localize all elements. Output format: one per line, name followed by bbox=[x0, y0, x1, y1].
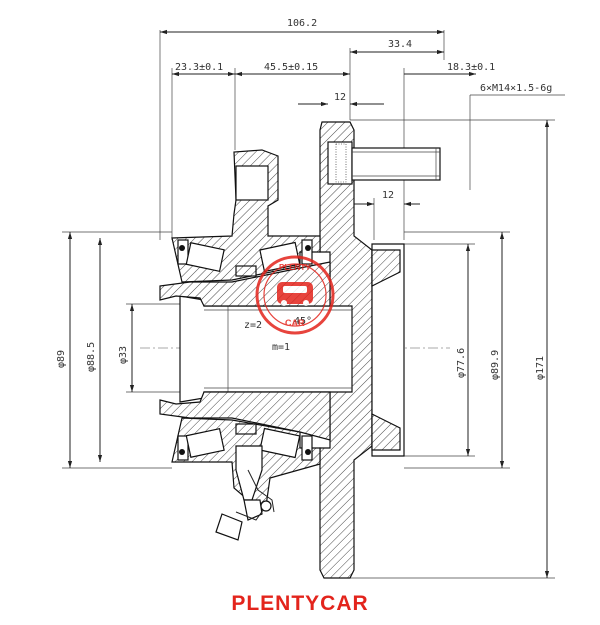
rollers-upper bbox=[177, 239, 313, 277]
rollers-lower bbox=[177, 423, 313, 461]
hub-pilot bbox=[371, 243, 405, 457]
vertical-dimensions: φ89 φ88.5 φ33 φ77.6 φ89.9 φ171 bbox=[56, 119, 555, 579]
dim-pilot-12: 12 bbox=[382, 190, 394, 201]
car-logo-icon bbox=[277, 282, 313, 306]
dim-bearing-width: 45.5±0.15 bbox=[264, 62, 318, 73]
dim-dia-88-5: φ88.5 bbox=[86, 342, 97, 372]
inner-ring-lower bbox=[159, 391, 331, 441]
dim-bolt-12: 12 bbox=[334, 92, 346, 103]
inner-bore bbox=[179, 295, 353, 403]
dim-flange-to-bolt: 33.4 bbox=[388, 39, 412, 50]
brand-title: PLENTYCAR bbox=[231, 592, 369, 615]
dim-overall-width: 106.2 bbox=[287, 18, 317, 29]
thread-spec: 6×M14×1.5-6g bbox=[480, 83, 552, 94]
dim-dia-33: φ33 bbox=[118, 346, 129, 364]
horizontal-dimensions: 106.2 33.4 23.3±0.1 45.5±0.15 18.3±0.1 6… bbox=[159, 18, 565, 240]
gear-angle-label: 45° bbox=[294, 316, 312, 327]
dim-flange-offset: 18.3±0.1 bbox=[447, 62, 495, 73]
brand-watermark: PLENTY CAR bbox=[255, 255, 335, 335]
gear-teeth-label: z=2 bbox=[244, 320, 262, 331]
watermark-bottom-text: CAR bbox=[285, 318, 305, 328]
dim-bearing-offset: 23.3±0.1 bbox=[175, 62, 223, 73]
dim-dia-89-9: φ89.9 bbox=[490, 350, 501, 380]
wheel-bolt bbox=[327, 141, 441, 185]
dim-dia-89: φ89 bbox=[56, 350, 67, 368]
dim-dia-171: φ171 bbox=[535, 356, 546, 380]
hub-assembly: z=2 45° m=1 bbox=[159, 121, 441, 579]
dim-dia-77-6: φ77.6 bbox=[456, 348, 467, 378]
abs-sensor bbox=[215, 445, 275, 541]
watermark-top-text: PLENTY bbox=[279, 263, 311, 272]
gear-module-label: m=1 bbox=[272, 342, 290, 353]
